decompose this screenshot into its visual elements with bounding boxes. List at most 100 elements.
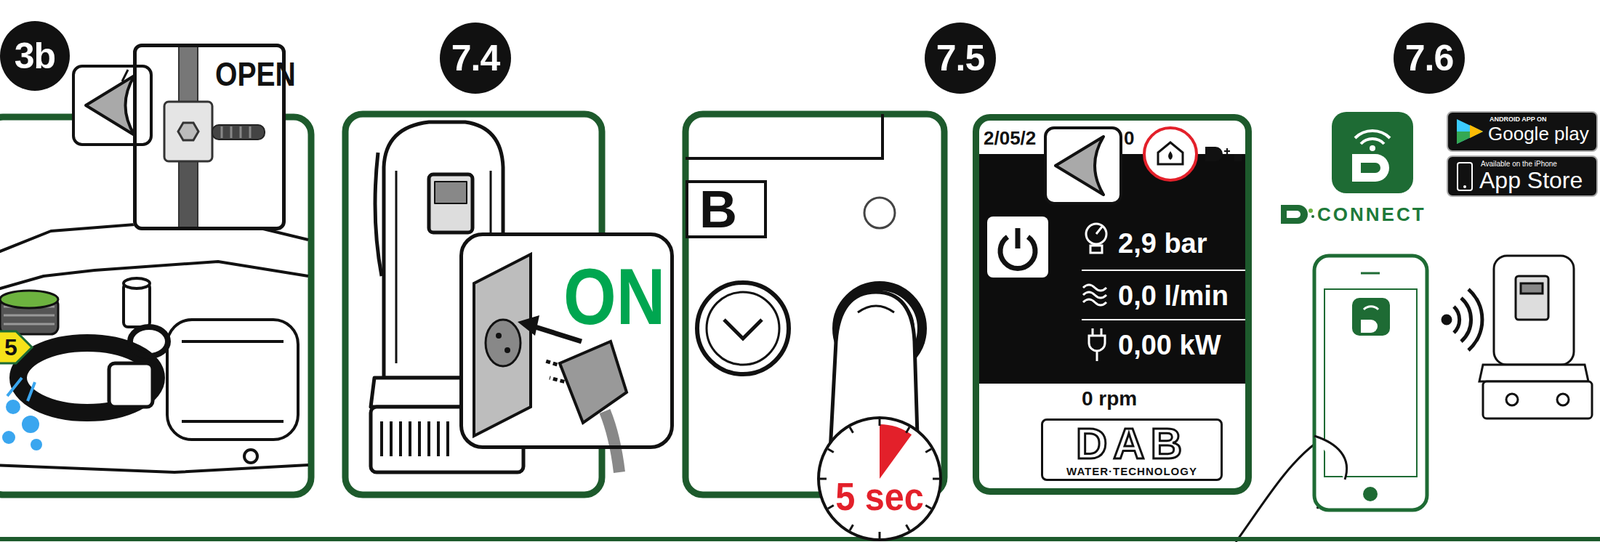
app-icon-part [1355,130,1390,144]
speed-reading: 0 rpm [1081,388,1137,410]
display-screen-part [1158,142,1183,165]
water-splash [2,378,43,451]
timer-tick [827,505,834,510]
badge-caption: ANDROID APP ON [1489,116,1547,123]
timer-tick [849,427,854,434]
eye-bolt-part [130,327,168,357]
brand-logo-part [1311,215,1315,219]
timer-dial: 5 sec [816,415,943,542]
display-screen-part [1081,270,1246,320]
display-screen-part [1144,127,1197,181]
pump-top-view-part [167,319,299,440]
smartphone-part [1363,306,1379,310]
store-badge-part [1463,185,1467,189]
eye-icon [73,66,152,145]
display-date: 2/05/2 [983,128,1036,148]
step-number: 7.4 [439,22,512,94]
valve-part [212,125,265,140]
brand-tagline: WATER·TECHNOLOGY [1043,465,1221,477]
pump-body-part [375,152,382,277]
brand-logo-part [1308,208,1313,213]
timer-tick [925,449,932,453]
timer-tick [878,419,882,426]
step-badge: 7.5 [924,22,996,94]
smartphone-part [1352,298,1390,336]
step-badge: 7.6 [1393,22,1465,94]
control-panel-part [864,197,895,229]
pump-side-part [1493,255,1574,365]
timer-tick [932,478,940,481]
pump-side-part [1479,364,1589,382]
display-screen-part [1015,228,1021,249]
plug-inset-part [459,232,674,450]
smartphone-part [1363,487,1378,502]
plug-inset-part [504,347,511,354]
control-panel-part [724,319,762,339]
brand-wordmark: CONNECT [1317,204,1427,224]
plug-inset [459,232,674,473]
valve-part [164,101,213,162]
display-screen-part [987,216,1049,278]
step-number: 7.5 [924,22,996,94]
badge-disc [0,21,70,91]
store-badge: Available on the iPhoneApp Store [1447,156,1598,197]
timer-tick [906,524,911,531]
wireless-signal [1442,289,1483,351]
logo-fragment: B [699,183,738,236]
smartphone-part [1360,272,1380,275]
brand-name: DAB [1043,422,1221,466]
callout-number: 5 [4,335,18,360]
badge-caption: Available on the iPhone [1480,160,1558,168]
brand-logo-part [1280,204,1308,224]
plug-inset: ON [459,232,674,450]
store-badge-part [1447,156,1598,197]
display-screen-part [1083,284,1107,306]
valve-part [221,126,251,139]
app-icon [1331,111,1414,194]
app-icon-part [1331,111,1414,194]
water-splash-part [21,415,40,434]
badge-disc [924,22,996,94]
app-icon-part [1360,162,1381,174]
display-screen-part [1205,146,1223,162]
power-reading: 0,00 kW [1118,331,1222,360]
control-panel-part [697,282,789,375]
control-panel-part [857,306,895,313]
display-screen-part [1234,154,1242,162]
brand-box: DABWATER·TECHNOLOGY [1040,418,1223,482]
smartphone-part [1314,255,1427,511]
pump-top-view [0,218,309,473]
timer-tick [849,524,854,531]
pump-side [1479,255,1593,419]
pump-body-part [381,421,448,457]
filter-cap-part [0,290,59,309]
smartphone [1314,255,1427,511]
water-splash-part [7,378,35,402]
timer-tick [925,505,932,510]
display-screen-part [1088,328,1105,362]
valve-state: OPEN [215,57,296,91]
pump-side-part [1520,283,1543,294]
timer-tick [827,449,834,453]
store-badge: ANDROID APP ONGoogle play [1447,111,1598,152]
store-badge-part [1456,119,1483,144]
water-splash-part [2,431,16,445]
timer-tick [906,427,911,434]
display-screen-part [1045,127,1121,204]
pressure-reading: 2,9 bar [1118,229,1208,258]
app-icon-part [1369,145,1376,152]
pump-side-part [1506,394,1518,406]
bottom-rule [0,537,1600,542]
smartphone-part [1314,436,1348,480]
display-screen-part [1090,226,1103,253]
water-splash-part [30,439,43,451]
step-badge: 3b [0,21,70,91]
timer-tick [878,532,882,539]
timer-face [818,417,941,541]
pump-top-view-part [123,278,150,289]
badge-store: Google play [1488,124,1590,144]
flow-reading: 0,0 l/min [1118,282,1229,310]
eye-bolt-part [109,363,153,408]
valve-part [178,159,198,229]
smartphone-part [1360,319,1378,333]
